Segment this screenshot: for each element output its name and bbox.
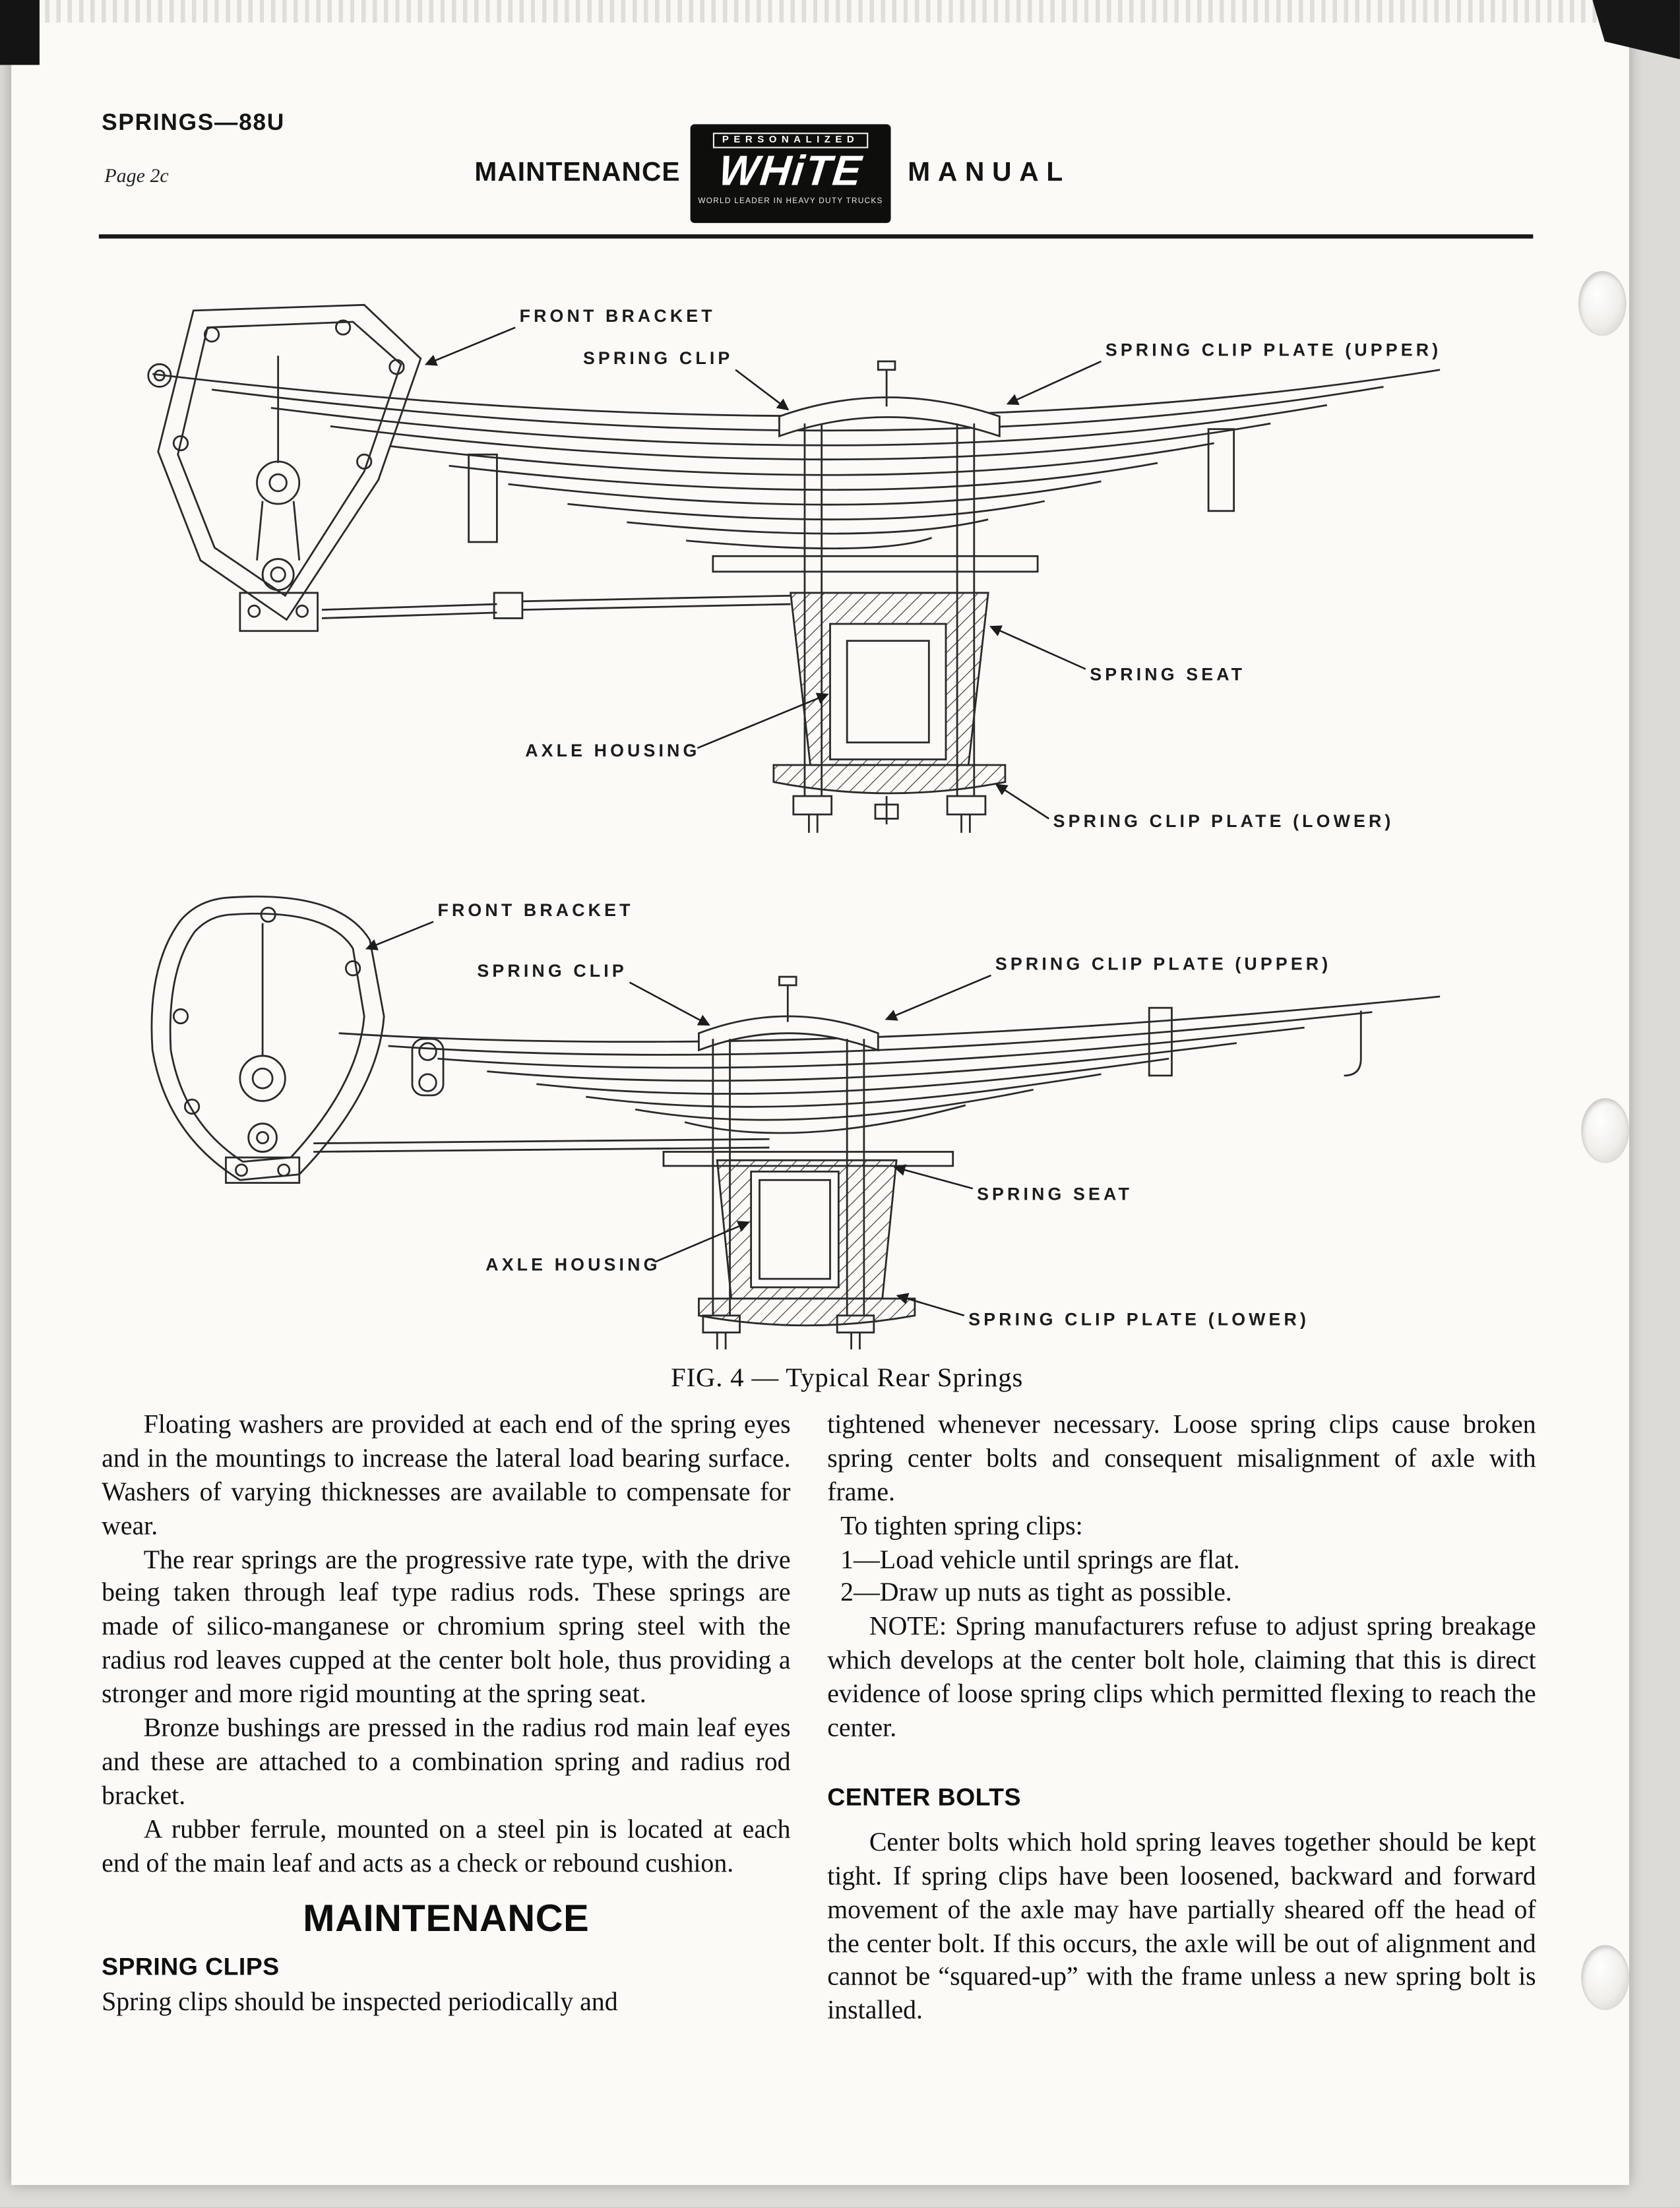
paragraph: The rear springs are the progressive rat… xyxy=(102,1545,791,1710)
scan-streaks xyxy=(0,0,1680,23)
rear-spring-diagram-2: FRONT BRACKET SPRING CLIP SPRING CLIP PL… xyxy=(150,896,1441,1350)
left-column: Floating washers are provided at each en… xyxy=(102,1409,790,2029)
spring-seat-shape xyxy=(772,592,1007,795)
diagram-label: SPRING CLIP xyxy=(477,961,627,981)
leaf-stack xyxy=(338,995,1441,1167)
diagram-2-labels: FRONT BRACKET SPRING CLIP SPRING CLIP PL… xyxy=(365,900,1331,1330)
paragraph: tightened whenever necessary. Loose spri… xyxy=(827,1410,1536,1508)
doc-code: SPRINGS—88U xyxy=(102,109,286,136)
paragraph: NOTE: Spring manufacturers refuse to adj… xyxy=(827,1612,1536,1744)
article-columns: Floating washers are provided at each en… xyxy=(102,1409,1536,2029)
u-bolt-clips xyxy=(778,360,1001,833)
logo-personalized-banner: PERSONALIZED xyxy=(712,133,869,148)
paragraph: To tighten spring clips: xyxy=(840,1511,1083,1541)
masthead-manual: MANUAL xyxy=(908,158,1071,188)
diagram-label: SPRING CLIP PLATE (UPPER) xyxy=(1105,340,1441,359)
shackle-link xyxy=(411,1037,445,1097)
diagram-label: FRONT BRACKET xyxy=(437,900,633,920)
paragraph: Bronze bushings are pressed in the radiu… xyxy=(102,1713,791,1811)
spring-seat-shape xyxy=(698,1159,916,1327)
diagram-1-labels: FRONT BRACKET SPRING CLIP SPRING CLIP PL… xyxy=(424,306,1441,831)
front-bracket-shape xyxy=(150,896,385,1184)
hole-punch xyxy=(1581,1945,1629,2010)
center-bolts-heading: CENTER BOLTS xyxy=(827,1782,1021,1811)
hole-punch xyxy=(1581,1098,1629,1163)
figure-caption: FIG. 4 — Typical Rear Springs xyxy=(671,1363,1024,1394)
logo-wordmark: WHiTE xyxy=(716,148,865,195)
list-item: 1—Load vehicle until springs are flat. xyxy=(840,1545,1240,1575)
paragraph: Center bolts which hold spring leaves to… xyxy=(827,1827,1536,2027)
rear-spring-diagram-1: FRONT BRACKET SPRING CLIP SPRING CLIP PL… xyxy=(147,303,1441,833)
front-bracket-shape xyxy=(147,303,422,632)
logo-tagline: WORLD LEADER IN HEAVY DUTY TRUCKS xyxy=(698,197,883,206)
diagram-label: SPRING SEAT xyxy=(977,1184,1133,1204)
paragraph: A rubber ferrule, mounted on a steel pin… xyxy=(102,1814,791,1878)
radius-rod xyxy=(313,1138,770,1153)
diagram-label: SPRING SEAT xyxy=(1090,665,1245,685)
white-trucks-logo: PERSONALIZED WHiTE WORLD LEADER IN HEAVY… xyxy=(690,124,891,224)
diagram-label: AXLE HOUSING xyxy=(485,1254,660,1274)
diagram-label: SPRING CLIP PLATE (UPPER) xyxy=(995,954,1331,973)
diagram-label: FRONT BRACKET xyxy=(520,306,716,326)
right-column: tightened whenever necessary. Loose spri… xyxy=(827,1409,1536,2029)
masthead-maintenance: MAINTENANCE xyxy=(474,158,681,188)
scan-corner-mark xyxy=(0,0,40,65)
leaf-spring-drawing xyxy=(150,896,1441,1350)
paragraph: Spring clips should be inspected periodi… xyxy=(102,1988,618,2018)
spring-clips-heading: SPRING CLIPS xyxy=(102,1953,280,1981)
diagram-label: AXLE HOUSING xyxy=(525,741,700,760)
leaf-stack xyxy=(152,369,1441,573)
diagram-label: SPRING CLIP PLATE (LOWER) xyxy=(968,1310,1309,1330)
leaf-spring-drawing xyxy=(147,303,1441,833)
radius-rod xyxy=(321,592,791,619)
header-rule xyxy=(98,234,1534,238)
paragraph: Floating washers are provided at each en… xyxy=(102,1410,791,1541)
maintenance-heading: MAINTENANCE xyxy=(303,1897,590,1940)
hole-punch xyxy=(1578,270,1627,336)
u-bolt-clips xyxy=(698,975,879,1350)
diagram-label: SPRING CLIP PLATE (LOWER) xyxy=(1053,811,1394,831)
diagram-label: SPRING CLIP xyxy=(583,348,733,368)
page-number: Page 2c xyxy=(104,166,169,188)
list-item: 2—Draw up nuts as tight as possible. xyxy=(840,1578,1232,1609)
